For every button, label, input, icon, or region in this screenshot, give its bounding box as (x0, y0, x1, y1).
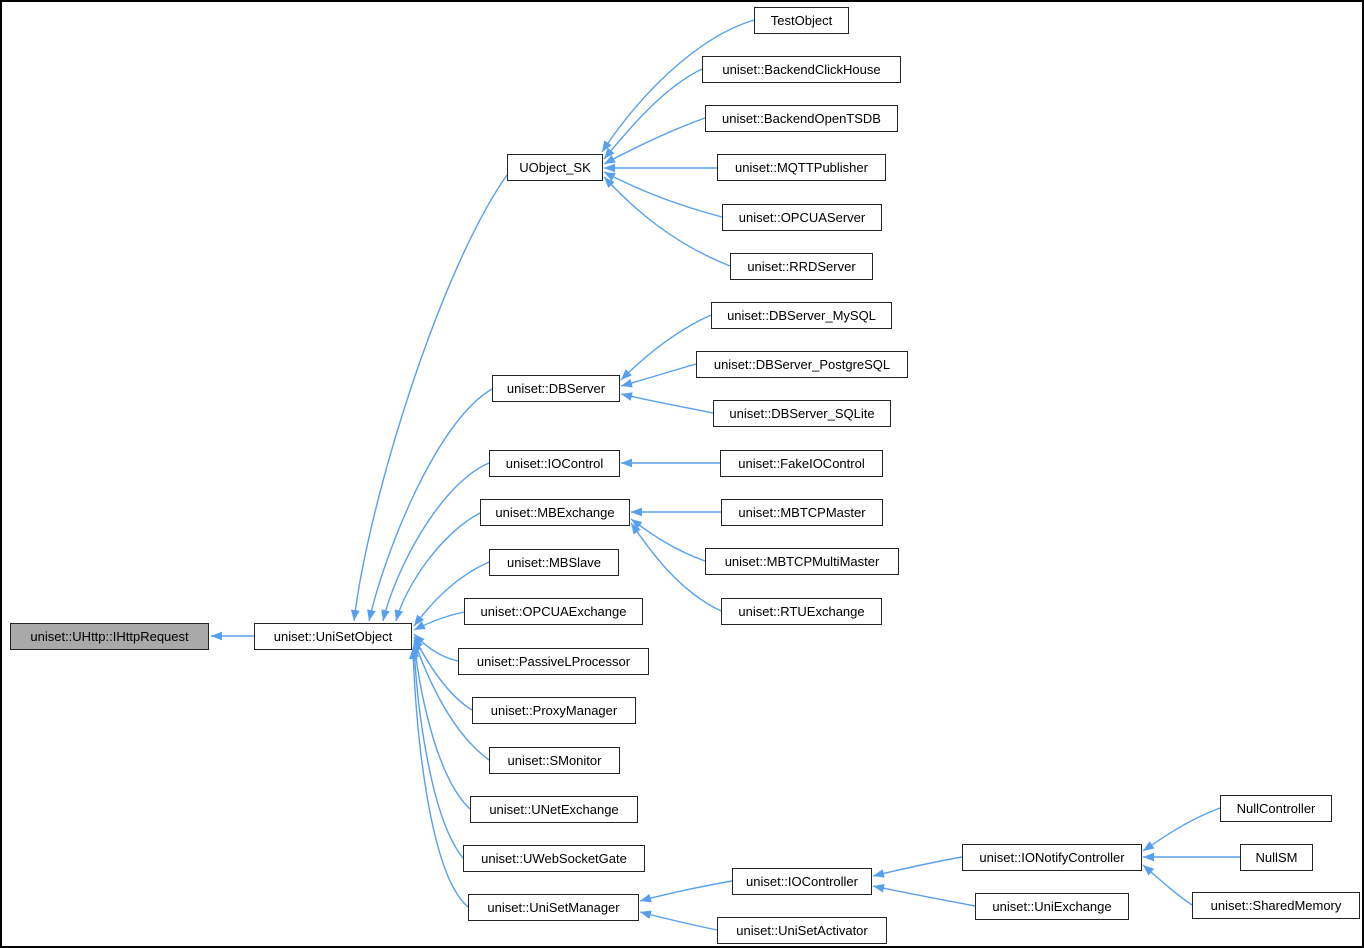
class-node-rrdserver[interactable]: uniset::RRDServer (730, 253, 873, 280)
edge-uwebsocketgate-to-unisetobject (410, 645, 464, 859)
edge-backendclickhouse-to-uobjectsk (603, 68, 703, 160)
class-node-passivelprocessor[interactable]: uniset::PassiveLProcessor (458, 648, 649, 675)
edge-dbserverpostgresql-to-dbserver (620, 363, 697, 388)
class-node-uwebsocketgate[interactable]: uniset::UWebSocketGate (463, 845, 645, 872)
class-node-opcuaexchange[interactable]: uniset::OPCUAExchange (464, 598, 643, 625)
edge-rrdserver-to-uobjectsk (603, 176, 731, 267)
class-node-dbserver-mysql[interactable]: uniset::DBServer_MySQL (711, 302, 892, 329)
edge-opcuaexchange-to-unisetobject (413, 611, 465, 631)
edge-uniexchange-to-iocontroller (872, 884, 976, 907)
class-node-unisetmanager[interactable]: uniset::UniSetManager (468, 894, 639, 921)
edge-unetexchange-to-unisetobject (410, 642, 471, 810)
class-node-opcuaserver[interactable]: uniset::OPCUAServer (722, 204, 882, 231)
class-node-mqttpublisher[interactable]: uniset::MQTTPublisher (717, 154, 886, 181)
class-node-testobject[interactable]: TestObject (754, 7, 849, 34)
edge-dbserver-to-unisetobject (367, 388, 493, 622)
class-node-backendclickhouse[interactable]: uniset::BackendClickHouse (702, 56, 901, 83)
edge-iocontroller-to-unisetmanager (639, 880, 733, 903)
class-node-sharedmemory[interactable]: uniset::SharedMemory (1192, 892, 1360, 919)
class-node-mbexchange[interactable]: uniset::MBExchange (480, 499, 630, 526)
class-node-unisetobject[interactable]: uniset::UniSetObject (254, 623, 412, 650)
class-node-proxymanager[interactable]: uniset::ProxyManager (472, 697, 636, 724)
class-node-nullcontroller[interactable]: NullController (1220, 795, 1332, 822)
class-node-mbtcpmaster[interactable]: uniset::MBTCPMaster (721, 499, 883, 526)
class-node-dbserver[interactable]: uniset::DBServer (492, 375, 620, 402)
edge-unisetmanager-to-unisetobject (408, 647, 469, 908)
class-node-unetexchange[interactable]: uniset::UNetExchange (470, 796, 638, 823)
class-node-ionotifycontroller[interactable]: uniset::IONotifyController (962, 844, 1142, 871)
edge-mbtcpmultimaster-to-mbexchange (630, 518, 706, 562)
edge-unisetactivator-to-unisetmanager (639, 910, 718, 931)
class-node-uobject-sk[interactable]: UObject_SK (507, 154, 603, 181)
class-node-smonitor[interactable]: uniset::SMonitor (489, 747, 620, 774)
class-node-iocontrol[interactable]: uniset::IOControl (489, 450, 620, 477)
class-node-dbserver-postgresql[interactable]: uniset::DBServer_PostgreSQL (696, 351, 908, 378)
class-node-unisetactivator[interactable]: uniset::UniSetActivator (717, 917, 887, 944)
class-node-mbslave[interactable]: uniset::MBSlave (489, 549, 619, 576)
edge-mbexchange-to-unisetobject (394, 512, 481, 622)
class-node-fakeiocontrol[interactable]: uniset::FakeIOControl (720, 450, 883, 477)
edge-ionotifycontroller-to-iocontroller (872, 856, 963, 878)
class-node-nullsm[interactable]: NullSM (1240, 844, 1313, 871)
edge-testobject-to-uobjectsk (601, 19, 755, 153)
class-node-uniexchange[interactable]: uniset::UniExchange (975, 893, 1129, 920)
edge-nullcontroller-to-ionotifycontroller (1142, 807, 1221, 852)
class-node-backendopentsdb[interactable]: uniset::BackendOpenTSDB (705, 105, 898, 132)
edge-dbservermysql-to-dbserver (620, 314, 712, 381)
class-node-rtuexchange[interactable]: uniset::RTUExchange (721, 598, 882, 625)
edge-iocontrol-to-unisetobject (381, 462, 490, 622)
edge-dbserversqlite-to-dbserver (620, 392, 714, 414)
edge-mbslave-to-unisetobject (413, 561, 490, 627)
class-node-iocontroller[interactable]: uniset::IOController (732, 868, 872, 895)
edge-uobjectsk-to-unisetobject (350, 174, 508, 622)
edge-backendopentsdb-to-uobjectsk (603, 117, 706, 165)
edge-sharedmemory-to-ionotifycontroller (1142, 864, 1193, 906)
class-node-ihttprequest: uniset::UHttp::IHttpRequest (10, 623, 209, 650)
class-node-dbserver-sqlite[interactable]: uniset::DBServer_SQLite (713, 400, 891, 427)
class-node-mbtcpmultimaster[interactable]: uniset::MBTCPMultiMaster (705, 548, 899, 575)
edge-rtuexchange-to-mbexchange (630, 522, 722, 612)
